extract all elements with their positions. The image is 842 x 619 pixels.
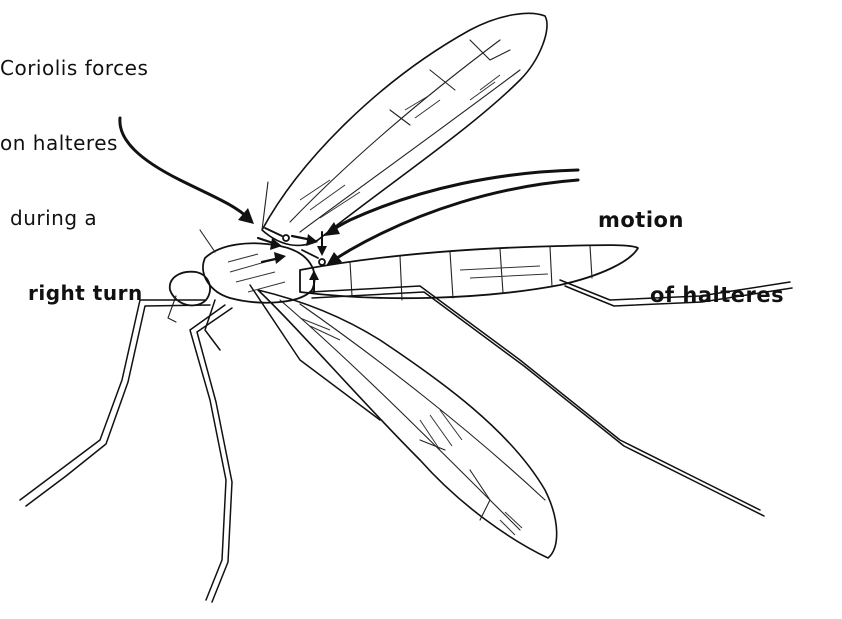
motion-label-line2: of halteres bbox=[650, 283, 784, 308]
coriolis-label-line3: during a bbox=[10, 206, 148, 231]
coriolis-label: Coriolis forces on halteres during a rig… bbox=[0, 6, 148, 356]
abdomen bbox=[300, 245, 638, 300]
motion-arrows bbox=[309, 170, 578, 292]
coriolis-arrow bbox=[120, 118, 318, 264]
coriolis-label-line1: Coriolis forces bbox=[0, 56, 148, 81]
coriolis-label-line4: right turn bbox=[28, 281, 148, 306]
coriolis-label-line2: on halteres bbox=[0, 131, 148, 156]
upper-wing bbox=[262, 13, 547, 245]
lower-wing bbox=[258, 290, 557, 558]
motion-label: motion of halteres bbox=[598, 158, 784, 358]
thorax-head bbox=[168, 182, 315, 322]
motion-label-line1: motion bbox=[598, 208, 784, 233]
